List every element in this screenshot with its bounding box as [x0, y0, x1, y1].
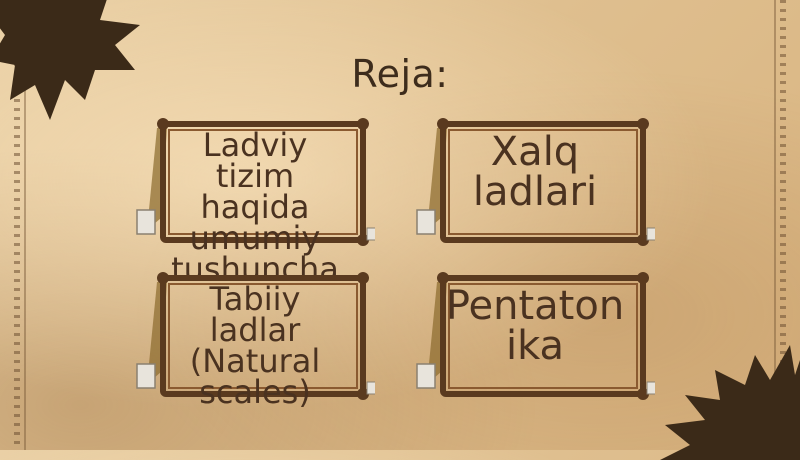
scroll-frame-icon — [136, 272, 375, 400]
plan-card-text: Pentaton ika — [445, 283, 625, 369]
ink-splat-icon — [0, 0, 140, 120]
left-inner-border — [24, 0, 26, 450]
plan-card-1[interactable]: Ladviy tizim haqida umumiy tushuncha — [135, 118, 375, 285]
right-ornament-border — [780, 0, 786, 450]
plan-card-2[interactable]: Xalq ladlari — [415, 118, 655, 248]
plan-card-text: Tabiiy ladlar (Natural scales) — [189, 280, 321, 411]
plan-card-3[interactable]: Tabiiy ladlar (Natural scales) — [135, 272, 375, 408]
scroll-frame-icon — [416, 272, 655, 400]
scroll-frame-icon — [136, 118, 375, 246]
ink-splat-icon — [660, 345, 800, 460]
left-ornament-border — [14, 0, 20, 450]
plan-card-text: Xalq ladlari — [472, 129, 598, 215]
plan-card-text: Ladviy tizim haqida umumiy tushuncha — [171, 126, 339, 288]
plan-card-4[interactable]: Pentaton ika — [415, 272, 655, 402]
scroll-frame-icon — [416, 118, 655, 246]
slide-title: Reja: — [351, 52, 449, 96]
right-inner-border — [774, 0, 776, 450]
